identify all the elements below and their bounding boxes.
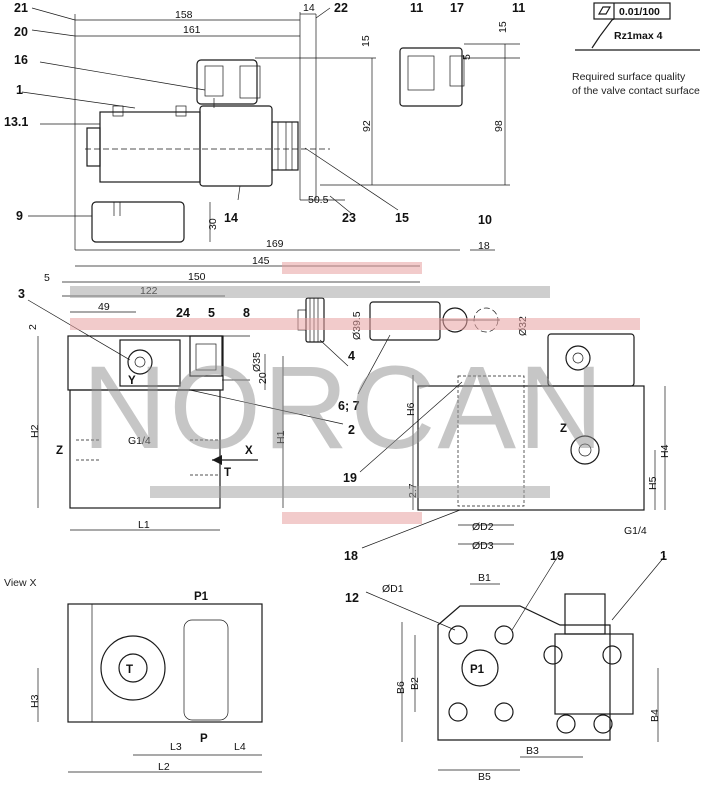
balloon-20: 20 <box>14 25 28 39</box>
dim-g14-side: G1/4 <box>128 435 151 447</box>
dim-15-left: 15 <box>360 35 372 47</box>
dim-2-side: 2 <box>27 324 39 330</box>
dim-B2: B2 <box>409 677 421 690</box>
roughness-value: Rz1max 4 <box>614 30 663 42</box>
dimension-labels: 158 161 14 15 15 5 92 98 30 50.5 169 145… <box>27 2 671 783</box>
dim-H2: H2 <box>29 424 41 438</box>
balloon-14: 14 <box>224 211 238 225</box>
balloon-16: 16 <box>14 53 28 67</box>
port-T-view-x: T <box>126 664 133 676</box>
dim-49: 49 <box>98 301 110 313</box>
dim-H4: H4 <box>659 444 671 458</box>
dim-D1: ØD1 <box>382 583 404 595</box>
balloon-8: 8 <box>243 306 250 320</box>
dim-B3: B3 <box>526 745 539 757</box>
dim-158: 158 <box>175 9 193 21</box>
flatness-value: 0.01/100 <box>619 6 660 18</box>
watermark: NORCAN <box>70 262 640 524</box>
dim-B1: B1 <box>478 572 491 584</box>
port-Z-right: Z <box>560 423 567 435</box>
balloon-18: 18 <box>344 549 358 563</box>
side-view <box>37 281 500 531</box>
dim-150: 150 <box>188 271 206 283</box>
leader-lines <box>21 7 666 631</box>
dim-L2: L2 <box>158 761 170 773</box>
dim-20: 20 <box>257 372 269 384</box>
balloon-17: 17 <box>450 1 464 15</box>
dim-30: 30 <box>207 218 219 230</box>
port-letters: Y Z Z X T T P1 P P1 <box>56 375 567 745</box>
dim-161: 161 <box>183 24 201 36</box>
dim-14: 14 <box>303 2 315 14</box>
dim-D3: ØD3 <box>472 540 494 552</box>
dim-L3: L3 <box>170 741 182 753</box>
balloon-2: 2 <box>348 423 355 437</box>
dim-15-right: 15 <box>497 21 509 33</box>
dim-H5: H5 <box>647 476 659 490</box>
balloon-11-left: 11 <box>410 1 423 15</box>
dim-L1: L1 <box>138 519 150 531</box>
dim-5-top: 5 <box>461 54 473 60</box>
dim-92: 92 <box>361 120 373 132</box>
dim-D2: ØD2 <box>472 521 494 533</box>
balloon-22: 22 <box>334 1 348 15</box>
view-x-arrow <box>212 455 258 465</box>
port-Z-side: Z <box>56 445 63 457</box>
balloon-9: 9 <box>16 209 23 223</box>
dim-5-side: 5 <box>44 272 50 284</box>
view-arrow-X: X <box>245 445 253 457</box>
port-P-view-x: P <box>200 733 208 745</box>
item-balloons: 21 20 16 1 13.1 9 22 11 17 11 14 23 15 1… <box>4 1 667 605</box>
port-T-side: T <box>224 467 231 479</box>
dim-50-5: 50.5 <box>308 194 329 206</box>
balloon-23: 23 <box>342 211 356 225</box>
balloon-5: 5 <box>208 306 215 320</box>
view-x-label: View X <box>4 577 37 589</box>
balloon-11-right: 11 <box>512 1 525 15</box>
dim-H6: H6 <box>405 402 417 416</box>
port-P1-view-x: P1 <box>194 591 209 603</box>
balloon-19-bottom: 19 <box>550 549 564 563</box>
surface-note-line2: of the valve contact surface <box>572 85 700 97</box>
balloon-19-right-view: 19 <box>343 471 357 485</box>
dim-B5: B5 <box>478 771 491 783</box>
surface-quality-symbol <box>575 2 700 51</box>
bottom-right-view <box>401 583 659 771</box>
dim-H3: H3 <box>29 694 41 708</box>
balloon-1-top: 1 <box>16 83 23 97</box>
watermark-text: NORCAN <box>82 342 605 474</box>
dim-L4: L4 <box>234 741 246 753</box>
balloon-13-1: 13.1 <box>4 115 28 129</box>
balloon-21: 21 <box>14 1 28 15</box>
dim-B6: B6 <box>395 681 407 694</box>
dim-d35: Ø35 <box>251 352 263 372</box>
balloon-12: 12 <box>345 591 359 605</box>
surface-note-line1: Required surface quality <box>572 71 686 83</box>
balloon-15: 15 <box>395 211 409 225</box>
dim-145: 145 <box>252 255 270 267</box>
balloon-6-7: 6; 7 <box>338 399 360 413</box>
balloon-24: 24 <box>176 306 190 320</box>
port-P1-bottom: P1 <box>470 664 485 676</box>
dim-B4: B4 <box>649 709 661 722</box>
dim-18: 18 <box>478 240 490 252</box>
dim-H1: H1 <box>275 430 287 444</box>
balloon-4: 4 <box>348 349 355 363</box>
dim-169: 169 <box>266 238 284 250</box>
top-view <box>74 12 520 267</box>
balloon-3: 3 <box>18 287 25 301</box>
port-Y: Y <box>128 375 136 387</box>
view-x <box>37 603 263 773</box>
balloon-10: 10 <box>478 213 492 227</box>
dim-g14-right: G1/4 <box>624 525 647 537</box>
balloon-1-bottom: 1 <box>660 549 667 563</box>
dim-98: 98 <box>493 120 505 132</box>
